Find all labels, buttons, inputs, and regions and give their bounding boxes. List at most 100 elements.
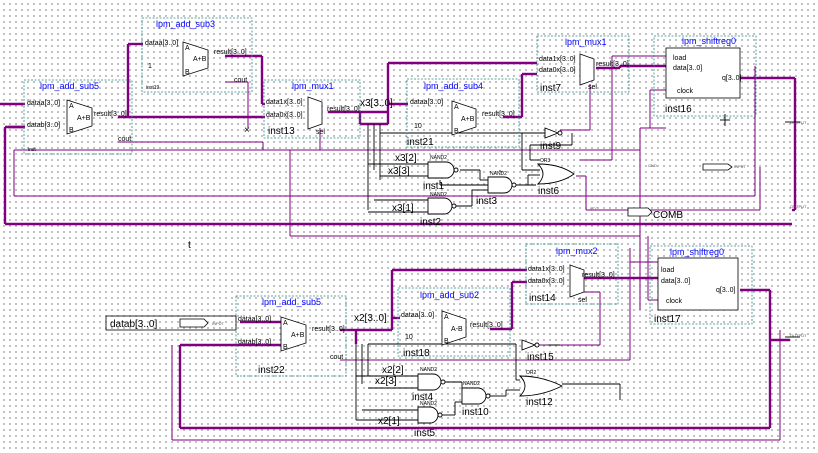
svg-text:A: A [444, 314, 449, 321]
adder-symbol [451, 100, 477, 136]
svg-text:inst13: inst13 [268, 126, 295, 137]
svg-text:inst19: inst19 [146, 85, 160, 91]
block-lpm-mux1-inst7[interactable]: lpm_mux1 data1x[3..0] data0x[3..0] resul… [536, 35, 630, 94]
svg-text:x2[3]: x2[3] [375, 376, 397, 387]
svg-text:data0x[3..0]: data0x[3..0] [528, 278, 565, 285]
svg-text:sel: sel [316, 129, 325, 136]
shiftreg-symbol [665, 47, 741, 99]
svg-text:INPUT: INPUT [212, 321, 225, 326]
svg-text:cout: cout [330, 354, 343, 361]
nand-gate [427, 197, 453, 215]
svg-text:x3[1]: x3[1] [392, 203, 414, 214]
block-lpm-add-sub5-inst22[interactable]: lpm_add_sub5 dataa[3..0] datab[3..0] A A… [235, 295, 347, 377]
gates-bottom[interactable]: inst15 NAND2 inst4 NAND2 inst5 NAND2 ins… [412, 339, 564, 439]
svg-text:data1x[3..0]: data1x[3..0] [528, 266, 565, 273]
svg-text:10: 10 [405, 334, 413, 341]
nand-gate [487, 176, 513, 194]
block-lpm-mux2-inst14[interactable]: lpm_mux2 data1x[3..0] data0x[3..0] resul… [525, 243, 619, 305]
or-gate [536, 163, 575, 185]
svg-text:data[3..0]: data[3..0] [661, 278, 690, 285]
svg-text:q[3..0]: q[3..0] [722, 75, 742, 82]
svg-text:NAND2: NAND2 [490, 171, 507, 177]
block-lpm-add-sub4[interactable]: lpm_add_sub4 dataa[3..0] 10 A A+B B resu… [406, 78, 520, 148]
svg-text:inst9: inst9 [540, 141, 562, 152]
svg-text:data0x[3..0]: data0x[3..0] [266, 112, 303, 119]
svg-text:inst18: inst18 [403, 348, 430, 359]
svg-text:result[3..0]: result[3..0] [327, 106, 360, 113]
svg-text:COMB: COMB [653, 210, 683, 221]
svg-text:inst: inst [28, 147, 36, 153]
svg-text:inst15: inst15 [527, 352, 554, 363]
net-labels-bottom: x2[3..0] x2[2] x2[3] x2[1] datab[3..0] [110, 313, 404, 427]
svg-text:B: B [444, 338, 449, 345]
block-lpm-add-sub2-inst18[interactable]: lpm_add_sub2 dataa[3..0] 10 A A-B B resu… [397, 287, 511, 359]
block-lpm-add-sub3[interactable]: lpm_add_sub3 dataa[3..0] 1 A A+B B resul… [141, 17, 253, 93]
block-title: lpm_add_sub4 [424, 81, 483, 91]
svg-text:NAND2: NAND2 [420, 401, 437, 407]
block-title: lpm_add_sub5 [262, 297, 321, 307]
shiftreg-symbol [657, 257, 739, 311]
svg-text:clock: clock [677, 88, 693, 95]
svg-text:q[3..0]: q[3..0] [716, 287, 736, 294]
block-lpm-mux1-inst13[interactable]: lpm_mux1 data1x[3..0] data0x[3..0] resul… [263, 79, 361, 139]
svg-text:dataa[3..0]: dataa[3..0] [238, 316, 271, 323]
svg-text:cout: cout [118, 136, 131, 143]
svg-text:x3[3]: x3[3] [388, 166, 410, 177]
svg-text:data0x[3..0]: data0x[3..0] [539, 67, 576, 74]
adder-symbol [280, 316, 307, 352]
svg-text:GND: GND [648, 163, 657, 168]
svg-text:load: load [673, 55, 686, 62]
svg-text:result[3..0]: result[3..0] [214, 49, 247, 56]
svg-text:result[3..0]: result[3..0] [312, 326, 345, 333]
gates-top[interactable]: inst9 NAND2 inst1 NAND2 inst2 NAND2 inst… [420, 127, 575, 228]
svg-text:x2[3..0]: x2[3..0] [354, 313, 387, 324]
svg-text:inst10: inst10 [462, 407, 489, 418]
svg-text:×: × [244, 125, 250, 136]
svg-text:A: A [185, 45, 190, 52]
svg-text:cout: cout [234, 77, 247, 84]
subtractor-symbol [441, 310, 467, 346]
svg-text:NAND2: NAND2 [463, 381, 480, 387]
block-title: lpm_add_sub2 [420, 290, 479, 300]
comb-pin [627, 207, 653, 217]
nand-gate [417, 406, 439, 424]
svg-text:A+B: A+B [461, 116, 475, 123]
svg-text:B: B [185, 69, 190, 76]
svg-text:OR3: OR3 [540, 158, 551, 164]
nand-gate [417, 373, 442, 391]
svg-text:NAND2: NAND2 [430, 155, 447, 161]
svg-text:sel: sel [588, 84, 597, 91]
block-title: lpm_shiftreg0 [682, 36, 736, 46]
svg-text:A+B: A+B [77, 115, 91, 122]
net-labels-top: x3[3..0] x3[2] x3[3] x3[1] COMB t × [188, 98, 683, 251]
adder-symbol [66, 99, 93, 135]
block-title: lpm_add_sub3 [156, 19, 215, 29]
svg-text:dataa[3..0]: dataa[3..0] [401, 312, 434, 319]
svg-text:clock: clock [666, 298, 682, 305]
io-pins-bottom[interactable]: INPUT OUTPUT OUTPUT [105, 204, 807, 338]
block-lpm-shiftreg0-inst17[interactable]: lpm_shiftreg0 load data[3..0] clock q[3.… [649, 245, 753, 325]
mux-symbol [569, 264, 585, 298]
io-pins-top[interactable]: INPUT VCC GND OUTPUT [590, 114, 807, 217]
svg-text:inst17: inst17 [654, 314, 681, 325]
svg-text:inst5: inst5 [414, 428, 436, 439]
svg-text:A+B: A+B [291, 332, 305, 339]
not-gate [544, 127, 560, 139]
datab-input-label: datab[3..0] [110, 319, 157, 330]
svg-text:datab[3..0]: datab[3..0] [238, 339, 271, 346]
svg-text:result[3..0]: result[3..0] [596, 61, 629, 68]
svg-text:datab[3..0]: datab[3..0] [27, 122, 60, 129]
block-title: lpm_mux1 [292, 81, 334, 91]
svg-text:inst12: inst12 [526, 397, 553, 408]
block-lpm-shiftreg0-inst16[interactable]: lpm_shiftreg0 load data[3..0] clock q[3.… [653, 35, 757, 117]
block-title: lpm_add_sub5 [40, 81, 99, 91]
svg-text:x2[2]: x2[2] [382, 365, 404, 376]
input-pin [702, 163, 733, 171]
not-gate [521, 339, 537, 351]
svg-text:A: A [283, 320, 288, 327]
svg-text:inst4: inst4 [412, 392, 434, 403]
svg-text:B: B [454, 128, 459, 135]
svg-text:OUTPUT: OUTPUT [790, 120, 807, 125]
block-lpm-add-sub5-top[interactable]: lpm_add_sub5 dataa[3..0] datab[3..0] A A… [23, 79, 133, 155]
nand-gate [427, 161, 455, 179]
